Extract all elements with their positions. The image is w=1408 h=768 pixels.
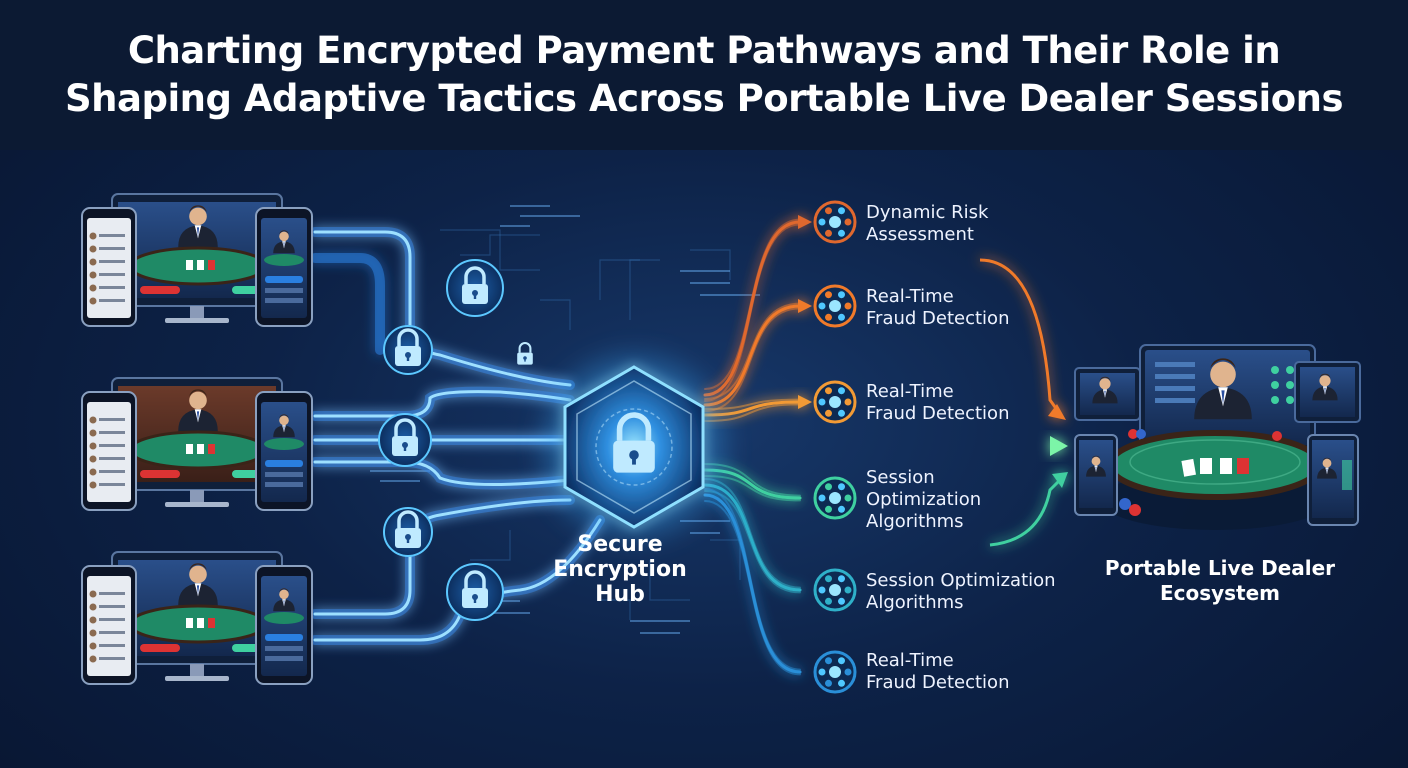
outcome-1-line-1: Dynamic Risk bbox=[866, 202, 989, 223]
hub-label-line-1: Secure bbox=[577, 532, 663, 557]
outcome-label-4: Session Optimization Algorithms bbox=[866, 467, 981, 533]
hub-label: Secure Encryption Hub bbox=[540, 532, 700, 607]
encryption-hub bbox=[544, 357, 724, 537]
lock-node-5 bbox=[383, 507, 433, 557]
bet-button bbox=[140, 470, 180, 478]
lock-node-6 bbox=[446, 563, 504, 621]
outcome-4-line-2: Optimization bbox=[866, 489, 982, 510]
outcome-label-2: Real-Time Fraud Detection bbox=[866, 286, 1009, 330]
outcome-pathways bbox=[703, 215, 812, 676]
outcome-label-3: Real-Time Fraud Detection bbox=[866, 381, 1009, 425]
gauge-ring-icon bbox=[813, 476, 857, 520]
bet-button bbox=[140, 644, 180, 652]
lock-node-1 bbox=[446, 259, 504, 317]
main-flow-arrow bbox=[700, 436, 1068, 456]
ecosystem-label-line-2: Ecosystem bbox=[1159, 581, 1281, 605]
lock-node-3 bbox=[516, 341, 534, 366]
ecosystem-label-line-1: Portable Live Dealer bbox=[1104, 556, 1336, 580]
outcome-label-6: Real-Time Fraud Detection bbox=[866, 650, 1009, 694]
outcome-label-1: Dynamic Risk Assessment bbox=[866, 202, 988, 246]
outcome-pathway-2 bbox=[703, 299, 812, 412]
outcome-6-line-1: Real-Time bbox=[866, 650, 954, 671]
device-cluster-3 bbox=[81, 551, 313, 685]
outcome-4-line-3: Algorithms bbox=[866, 511, 964, 532]
title-banner: Charting Encrypted Payment Pathways and … bbox=[0, 0, 1408, 150]
outcome-2-line-2: Fraud Detection bbox=[866, 308, 1010, 329]
device-cluster-2 bbox=[81, 377, 313, 511]
circuit-traces bbox=[440, 229, 741, 620]
bet-button bbox=[140, 286, 180, 294]
circuit-shield-icon bbox=[813, 650, 857, 694]
outcome-pathway-6 bbox=[703, 488, 802, 676]
outcome-icons bbox=[813, 200, 857, 694]
lock-node-2 bbox=[383, 325, 433, 375]
outcome-label-5: Session Optimization Algorithms bbox=[866, 570, 1056, 614]
outcome-5-line-1: Session Optimization bbox=[866, 570, 1056, 591]
fraud-radar-icon bbox=[813, 284, 857, 328]
ecosystem-label: Portable Live Dealer Ecosystem bbox=[1090, 556, 1350, 606]
outcome-3-line-2: Fraud Detection bbox=[866, 403, 1010, 424]
outcome-1-line-2: Assessment bbox=[866, 224, 974, 245]
outcome-6-line-2: Fraud Detection bbox=[866, 672, 1010, 693]
outcome-5-line-2: Algorithms bbox=[866, 592, 964, 613]
shield-ring-icon bbox=[813, 568, 857, 612]
outcome-3-line-1: Real-Time bbox=[866, 381, 954, 402]
device-clusters bbox=[81, 193, 313, 685]
hub-label-line-3: Hub bbox=[595, 582, 645, 607]
outcome-2-line-1: Real-Time bbox=[866, 286, 954, 307]
device-cluster-1 bbox=[81, 193, 313, 327]
ecosystem-feed-arrows bbox=[979, 258, 1068, 547]
lock-node-4 bbox=[378, 413, 432, 467]
page-title-line-2: Shaping Adaptive Tactics Across Portable… bbox=[65, 77, 1343, 120]
hub-label-line-2: Encryption bbox=[553, 557, 687, 582]
live-dealer-ecosystem bbox=[1074, 344, 1361, 530]
payment-pathway-diagram bbox=[81, 193, 1361, 694]
shield-network-icon bbox=[813, 380, 857, 424]
outcome-pathway-3 bbox=[703, 395, 812, 422]
outcome-pathway-1 bbox=[703, 215, 812, 402]
outcome-4-line-1: Session bbox=[866, 467, 935, 488]
page-title-line-1: Charting Encrypted Payment Pathways and … bbox=[127, 29, 1281, 72]
network-nodes-icon bbox=[813, 200, 857, 244]
